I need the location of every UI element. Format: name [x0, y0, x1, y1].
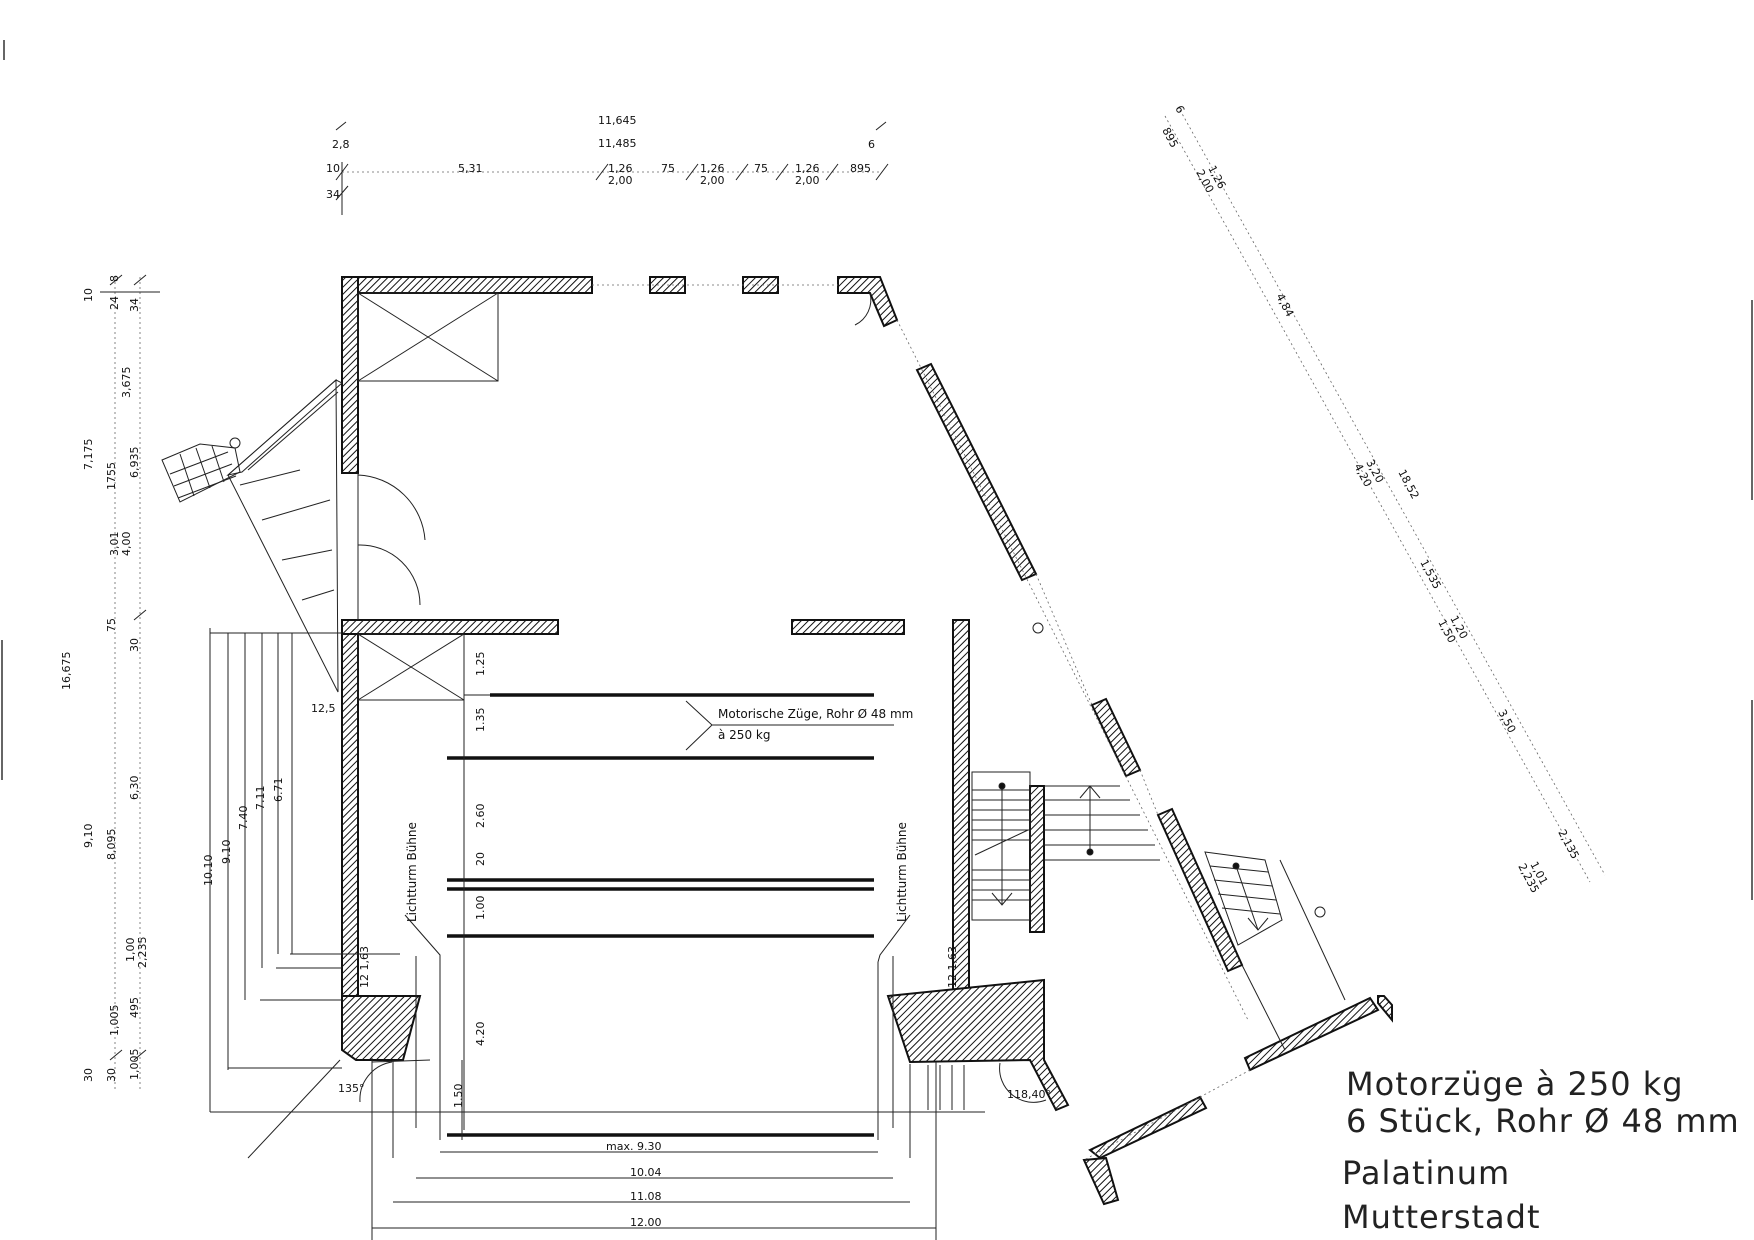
dim-left-8: 8: [108, 275, 121, 282]
dim-left-1005b: 1,005: [128, 1049, 141, 1081]
dim-top-left-small: 2,8: [332, 138, 350, 151]
margin-marks: [1, 40, 1753, 900]
dim-top-200b: 2,00: [700, 174, 725, 187]
dim-top-75a: 75: [661, 162, 675, 175]
dim-left-1755: 1755: [105, 462, 118, 490]
dim-top-row10: 10: [326, 162, 340, 175]
dim-left-3675: 3,675: [120, 367, 133, 399]
title-line1: Motorzüge à 250 kg: [1346, 1065, 1684, 1103]
dim-top-126c: 1,26: [795, 162, 820, 175]
dim-stage-671: 6.71: [272, 778, 285, 803]
dim-left-6935: 6,935: [128, 447, 141, 479]
bottom-width-dims: max. 9.30 10.04 11.08 12.00: [372, 1140, 936, 1229]
dim-diag-350: 3,50: [1495, 707, 1518, 735]
dim-top-200c: 2,00: [795, 174, 820, 187]
dim-left-125: 12,5: [311, 702, 336, 715]
dim-left-75: 75: [105, 618, 118, 632]
dim-left-24: 24: [108, 296, 121, 310]
dim-left-400: 4,00: [120, 532, 133, 557]
diagonal-dimension-chain: 6 895 1,26 2,00 4,84 3,20 4,20 18,52 1,5…: [1159, 103, 1606, 895]
dim-top-row34: 34: [326, 188, 340, 201]
title-block: Motorzüge à 250 kg 6 Stück, Rohr Ø 48 mm…: [1342, 1065, 1740, 1236]
dim-left-7175: 7,175: [82, 439, 95, 471]
dim-left-630: 6,30: [128, 776, 141, 801]
dim-top-overall-b: 11,485: [598, 137, 637, 150]
title-line4: Mutterstadt: [1342, 1198, 1541, 1236]
stage-vertical-dims: 10.10 9.10 7.40 7.11 6.71 12 1,63 12 1,6…: [202, 628, 985, 1140]
outlines: [161, 284, 1346, 1240]
dim-diag-895: 895: [1159, 125, 1180, 150]
dim-diag-2135: 2,135: [1555, 827, 1581, 861]
dim-left-1005a: 1,005: [108, 1005, 121, 1037]
dim-left-301: 3,01: [108, 532, 121, 557]
dim-diag-1535: 1,535: [1417, 557, 1443, 591]
dim-top-895: 895: [850, 162, 871, 175]
angle-left-label: 135°: [338, 1082, 365, 1095]
dim-bottom-1200: 12.00: [630, 1216, 662, 1229]
dim-top-overall-a: 11,645: [598, 114, 637, 127]
top-dimension-chain: 11,645 11,485 2,8 6 10 34 5,31 1,26 75 1…: [326, 114, 889, 215]
dim-stage-910: 9.10: [220, 840, 233, 865]
dim-top-531: 5,31: [458, 162, 483, 175]
dim-stage-740: 7.40: [237, 806, 250, 831]
dim-bottom-max: max. 9.30: [606, 1140, 661, 1153]
pipes-annotation: Motorische Züge, Rohr Ø 48 mm à 250 kg: [685, 700, 913, 751]
pipes-label-line2: à 250 kg: [718, 728, 770, 742]
dim-bottom-1108: 11.08: [630, 1190, 662, 1203]
dim-left-495: 495: [128, 997, 141, 1018]
dim-left-8095: 8,095: [105, 829, 118, 861]
dim-left-2235: 2,235: [136, 937, 149, 969]
angle-right-label: 118,40°: [1007, 1088, 1051, 1101]
dim-top-126b: 1,26: [700, 162, 725, 175]
dim-left-overall: 16,675: [60, 652, 73, 691]
dim-stage-711: 7.11: [254, 786, 267, 811]
dim-z-150: 1.50: [452, 1084, 465, 1109]
title-line2: 6 Stück, Rohr Ø 48 mm: [1346, 1102, 1740, 1140]
dim-left-30b: 30: [82, 1068, 95, 1082]
dim-bottom-1004: 10.04: [630, 1166, 662, 1179]
dim-diag-1852: 18,52: [1395, 467, 1421, 501]
dim-top-right-small: 6: [868, 138, 875, 151]
dim-stage-1010: 10.10: [202, 855, 215, 887]
dim-left-30c: 30: [105, 1068, 118, 1082]
dim-stage-small-l: 12 1,63: [358, 946, 371, 988]
dim-z-125: 1.25: [474, 652, 487, 677]
dim-diag-484: 4,84: [1273, 291, 1296, 319]
dim-z-135: 1.35: [474, 708, 487, 733]
lighttower-left-label: Lichtturm Bühne: [405, 822, 419, 922]
dim-z-420: 4.20: [474, 1022, 487, 1047]
dim-top-200a: 2,00: [608, 174, 633, 187]
walls: [341, 276, 1393, 1206]
dim-z-260: 2.60: [474, 804, 487, 829]
lighttower-right-label: Lichtturm Bühne: [895, 822, 909, 922]
left-dimension-chain: 16,675 10 24 8 34 3,675 7,175 1755 6,935…: [60, 274, 336, 1090]
dim-top-126a: 1,26: [608, 162, 633, 175]
dim-stage-small-r: 12 1,63: [946, 946, 959, 988]
dim-left-100: 1,00: [124, 938, 137, 963]
title-line3: Palatinum: [1342, 1154, 1510, 1192]
dim-left-10: 10: [82, 288, 95, 302]
dim-left-910: 9,10: [82, 824, 95, 849]
dim-z-100: 1.00: [474, 896, 487, 921]
motorized-pipes: [447, 693, 874, 1137]
dim-left-30a: 30: [128, 638, 141, 652]
dim-top-75b: 75: [754, 162, 768, 175]
dim-diag-6: 6: [1172, 103, 1187, 115]
pipes-label-line1: Motorische Züge, Rohr Ø 48 mm: [718, 707, 913, 721]
dim-z-20: 20: [474, 852, 487, 866]
dim-left-34: 34: [128, 298, 141, 312]
